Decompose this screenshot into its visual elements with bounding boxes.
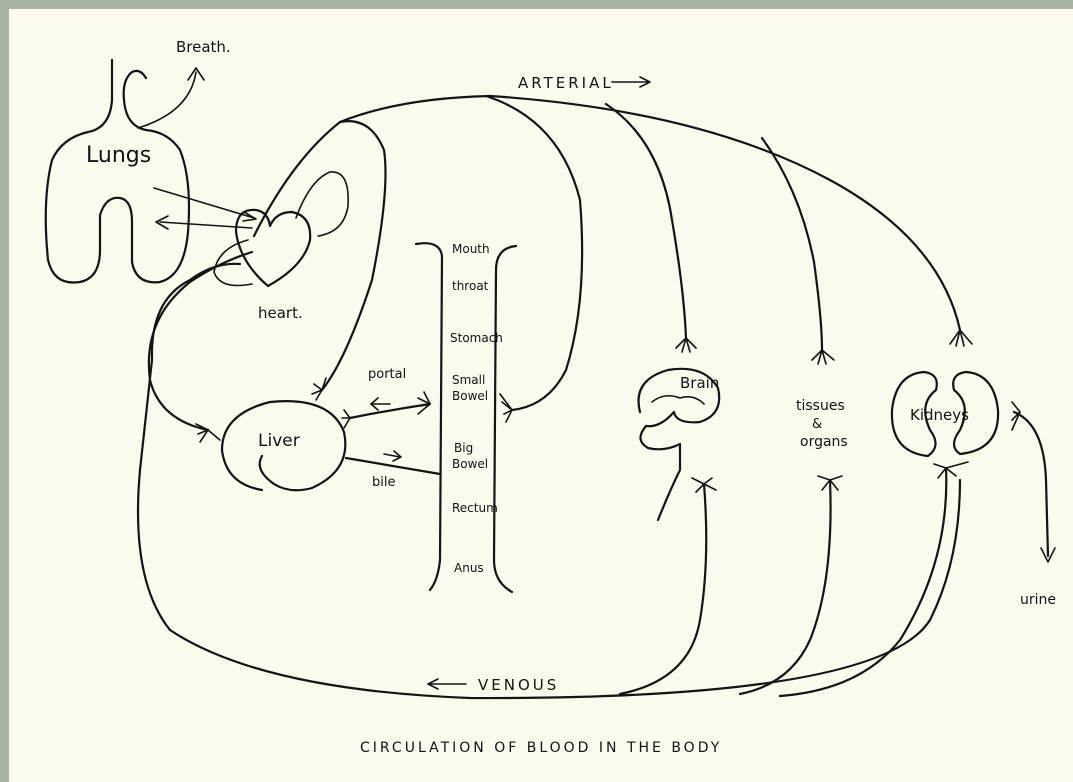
portal-arrow [370, 397, 391, 411]
arterial-label: ARTERIAL [518, 74, 614, 92]
vein-from-tissues [738, 478, 832, 696]
kidney-out-lines [1011, 401, 1021, 431]
venous-main [136, 358, 962, 700]
brain-shape [637, 367, 721, 522]
and-label: & [812, 417, 822, 432]
breath-arrow [137, 71, 197, 129]
vein-from-kidneys [778, 466, 948, 698]
venous-arrow [427, 678, 467, 690]
arterial-arrow [611, 76, 651, 88]
urine-arrowhead [1040, 547, 1056, 563]
lung-heart-arrowhead-top [242, 211, 257, 222]
capillary-kidney-in [949, 329, 973, 347]
diagram-caption: CIRCULATION OF BLOOD IN THE BODY [360, 740, 722, 756]
heart-label: heart. [258, 304, 303, 322]
portal-label: portal [368, 367, 406, 382]
capillary-gut-in [499, 393, 513, 423]
breath-label: Breath. [176, 38, 231, 56]
venous-label: VENOUS [478, 676, 559, 694]
aorta-main [252, 94, 962, 332]
organs-label: organs [800, 434, 848, 450]
lungs-label: Lungs [86, 143, 151, 168]
brain-label: Brain [680, 374, 719, 392]
urine-label: urine [1020, 592, 1056, 608]
gut-right-wall [492, 244, 518, 594]
vein-from-brain [618, 482, 708, 696]
capillary-liver-in [311, 377, 327, 401]
kidneys-shape [890, 370, 1000, 458]
capillary-liver-portal [341, 409, 351, 429]
bile-label: bile [372, 475, 395, 490]
bile-arrow [383, 450, 402, 462]
lung-heart-arrow-top [153, 187, 255, 219]
ureter [1012, 410, 1050, 558]
artery-to-gut [484, 94, 584, 412]
gut-small-bowel-label-1: Small [452, 373, 485, 387]
heart-shape [213, 171, 349, 288]
gut-left-wall [414, 242, 444, 592]
venous-to-heart [150, 262, 242, 362]
capillary-gut-portal [417, 391, 431, 415]
liver-label: Liver [258, 431, 300, 451]
portal-vein [348, 402, 432, 420]
hepatic-vein [147, 250, 254, 432]
capillary-brain-in [675, 337, 697, 353]
tissues-label: tissues [796, 398, 845, 414]
liver-shape [220, 400, 347, 492]
gut-rectum-label: Rectum [452, 501, 498, 515]
gut-anus-label: Anus [454, 561, 484, 575]
capillary-brain-out [691, 477, 717, 493]
lungs-shape [44, 58, 191, 284]
gut-stomach-label: Stomach [450, 331, 503, 345]
gut-small-bowel-label-2: Bowel [452, 389, 488, 403]
aorta-loop [320, 120, 387, 392]
gut-mouth-label: Mouth [452, 242, 490, 256]
artery-to-brain [604, 102, 688, 340]
kidneys-label: Kidneys [910, 406, 969, 424]
lung-heart-arrow-bottom [159, 221, 253, 229]
gut-throat-label: throat [452, 279, 489, 293]
artery-to-tissues [760, 136, 824, 352]
gut-big-bowel-label-1: Big [454, 441, 473, 455]
lung-heart-arrowhead-bottom [155, 215, 169, 230]
breath-arrowhead [187, 67, 205, 81]
bile-duct [344, 456, 442, 476]
capillary-kidney-out [933, 461, 969, 479]
capillary-tissues-out [817, 475, 843, 491]
capillary-tissues-in [811, 349, 835, 365]
gut-big-bowel-label-2: Bowel [452, 457, 488, 471]
capillary-hepatic [195, 423, 221, 443]
